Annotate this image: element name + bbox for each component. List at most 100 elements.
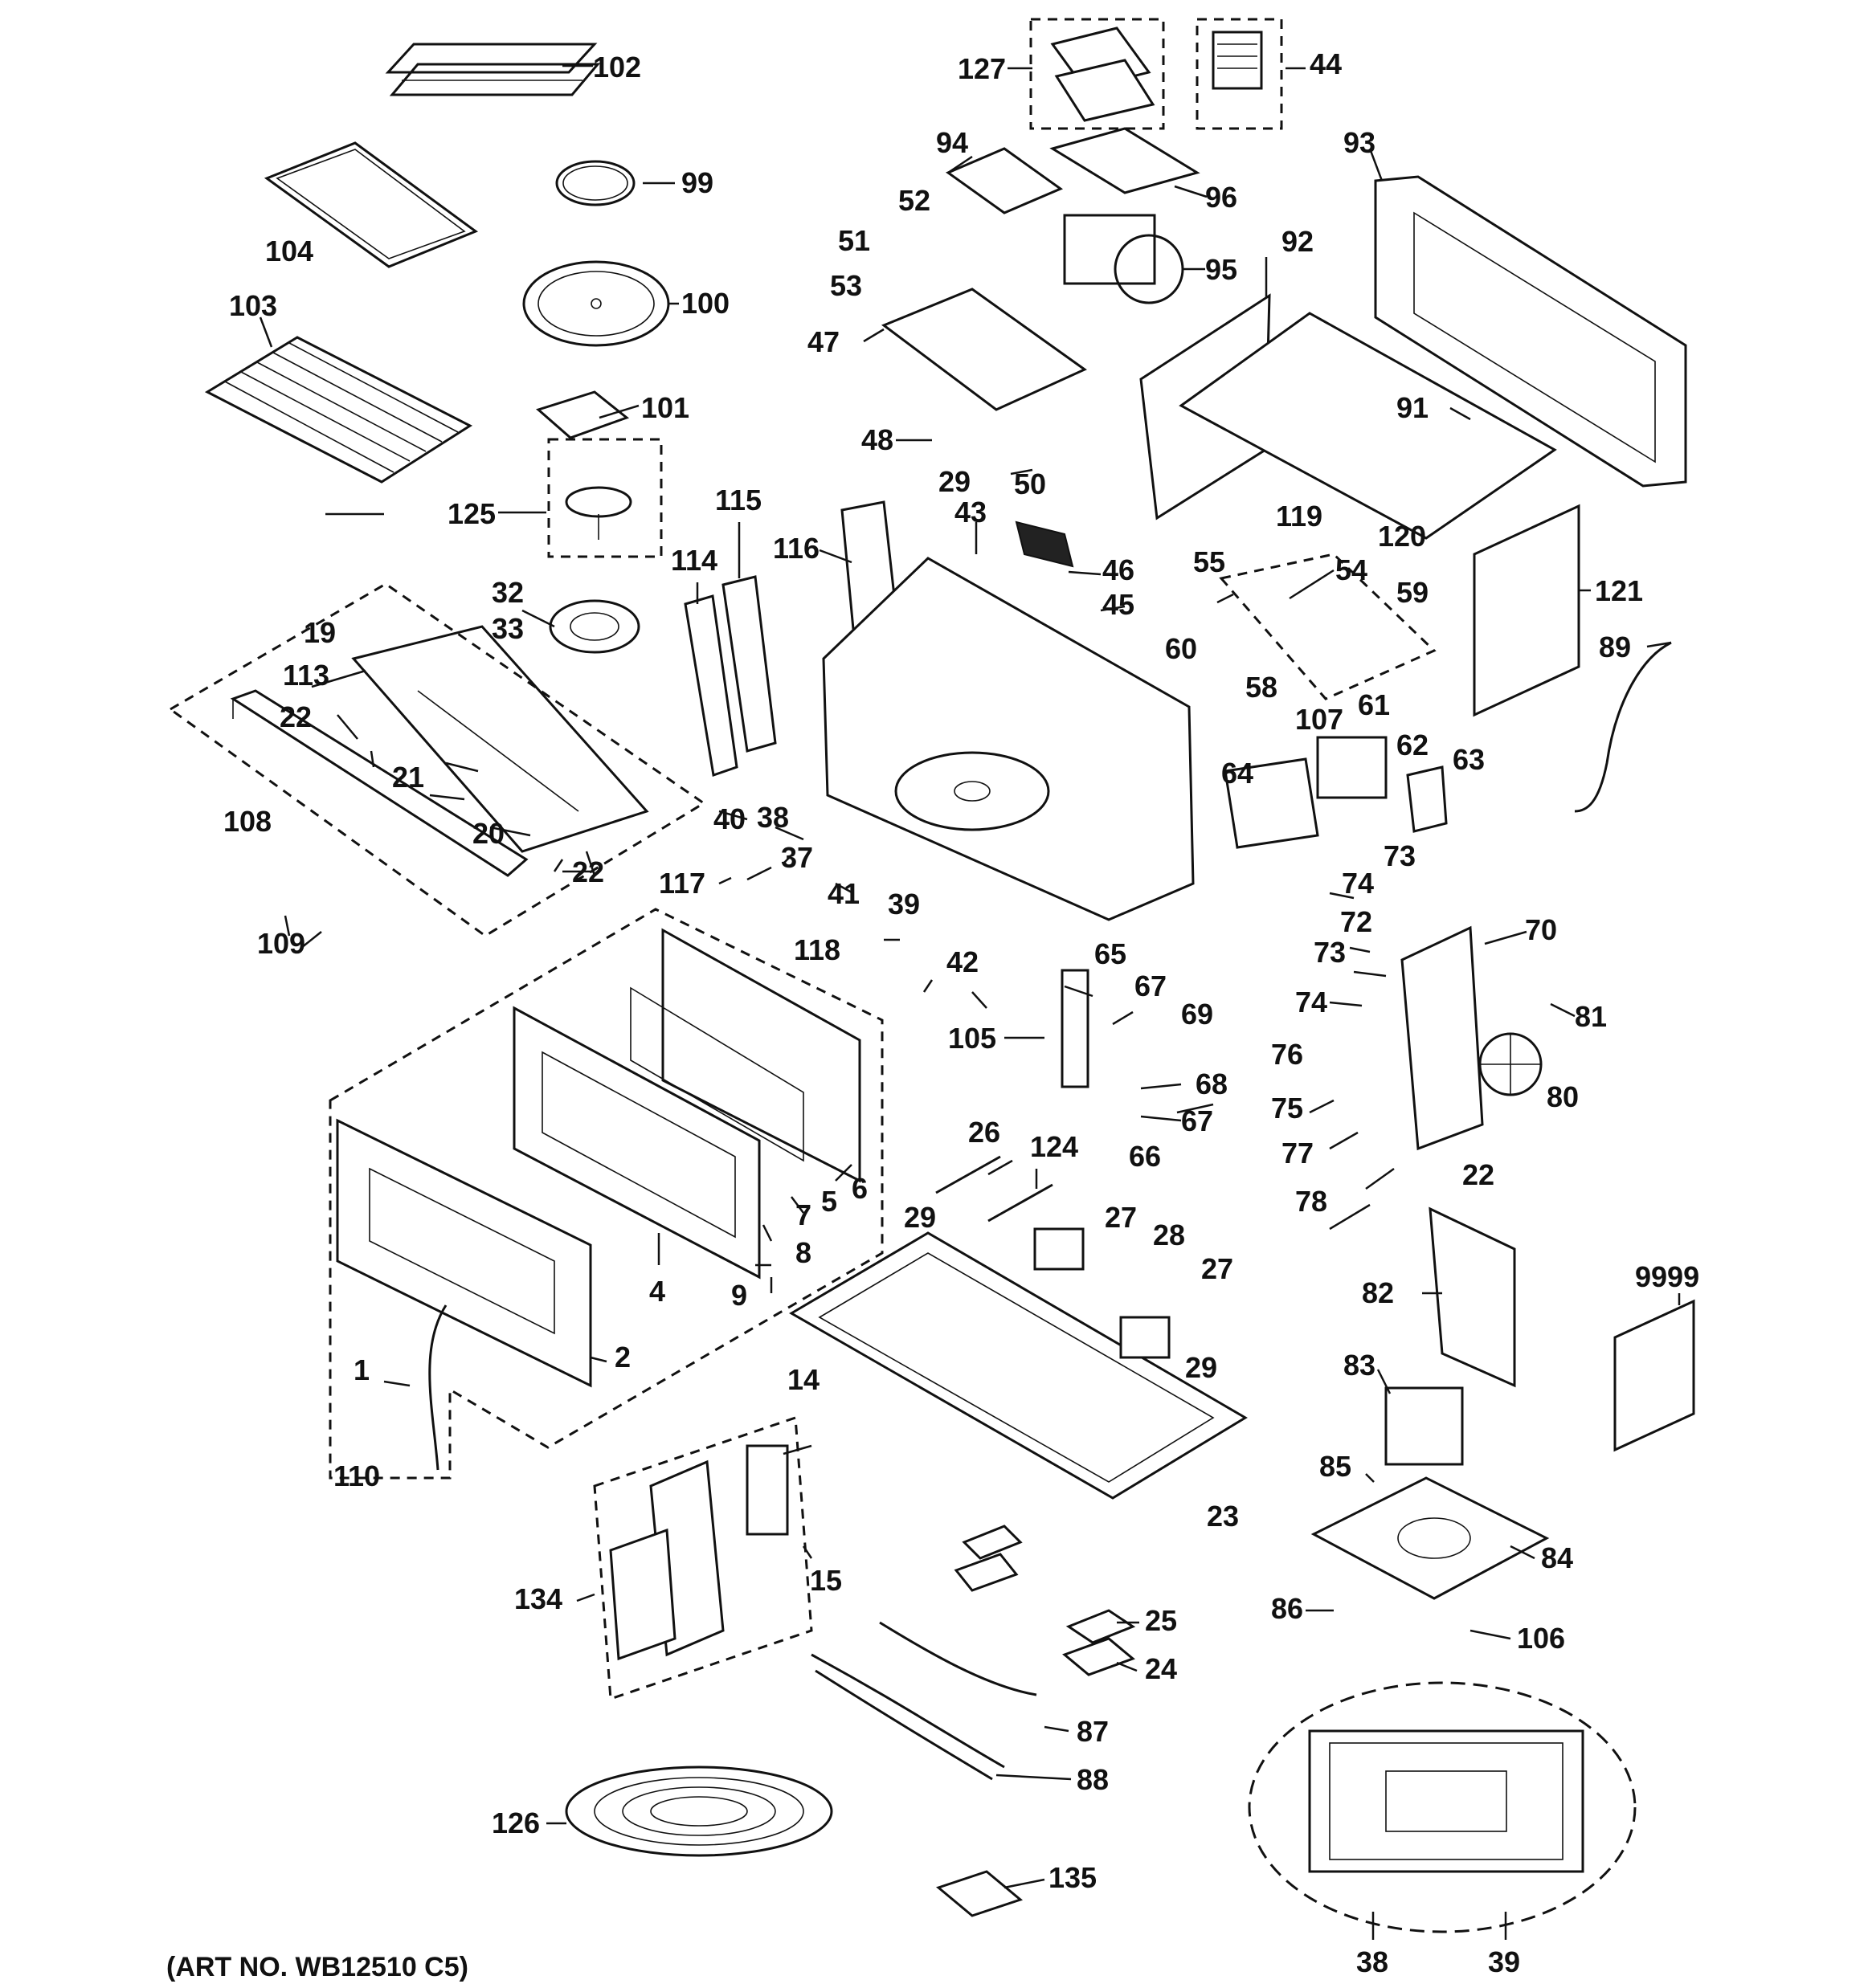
part-label-69: 69 [1181, 998, 1213, 1031]
part-label-108: 108 [223, 805, 272, 838]
turntable-100 [522, 260, 670, 347]
part-label-92: 92 [1281, 225, 1314, 258]
part-label-120: 120 [1378, 520, 1426, 553]
ring-99 [555, 160, 636, 206]
part-label-67b: 67 [1181, 1104, 1213, 1137]
filter-102 [385, 43, 601, 96]
inset-detail-oval [1248, 1681, 1637, 1933]
part-label-50: 50 [1014, 467, 1046, 500]
part-label-55: 55 [1193, 545, 1225, 578]
rear-panel-93 [1374, 175, 1687, 488]
roller-32 [549, 599, 640, 654]
coupler-125 [565, 486, 632, 540]
part-label-63: 63 [1453, 743, 1485, 776]
part-label-14: 14 [787, 1363, 820, 1396]
part-label-37: 37 [781, 841, 813, 874]
part-label-27a: 27 [1105, 1201, 1137, 1234]
damper-94-96 [945, 127, 1200, 214]
part-label-65: 65 [1094, 937, 1126, 970]
bracket-64 [1224, 757, 1319, 849]
part-label-110: 110 [333, 1459, 380, 1492]
part-label-46: 46 [1102, 553, 1134, 586]
group-outlines [168, 18, 1637, 1933]
part-label-47: 47 [807, 325, 840, 358]
part-label-87: 87 [1077, 1715, 1109, 1748]
packet-135 [935, 1870, 1024, 1917]
filter-126 [565, 1766, 833, 1857]
part-label-78: 78 [1295, 1185, 1327, 1218]
part-label-118: 118 [794, 933, 840, 966]
part-label-60: 60 [1165, 632, 1197, 665]
part-label-22b: 22 [572, 855, 604, 888]
panel-119-120 [1139, 293, 1557, 540]
part-label-28: 28 [1153, 1219, 1185, 1251]
cavity-main [822, 557, 1195, 921]
bracket-63 [1406, 765, 1448, 833]
small-parts-24-25 [954, 1525, 1136, 1676]
grille-46 [1015, 520, 1074, 568]
base-plate-70 [1400, 925, 1484, 1151]
part-label-67a: 67 [1134, 970, 1167, 1002]
power-cord-89 [1574, 641, 1672, 813]
magnetron-61 [1316, 736, 1388, 799]
part-label-9: 9 [731, 1279, 747, 1312]
part-label-15: 15 [810, 1564, 842, 1597]
rack-103 [204, 336, 473, 484]
part-label-25: 25 [1145, 1604, 1177, 1637]
part-label-81: 81 [1575, 1000, 1607, 1033]
part-label-38a: 38 [757, 801, 789, 834]
part-label-113: 113 [283, 659, 329, 692]
part-label-103: 103 [229, 289, 277, 322]
part-label-117: 117 [659, 867, 705, 900]
literature-9999 [1613, 1299, 1695, 1452]
part-label-115: 115 [715, 484, 762, 516]
leader-lines [259, 64, 1681, 1940]
part-label-84: 84 [1541, 1541, 1573, 1574]
duct-127 [1050, 27, 1155, 122]
part-label-4: 4 [649, 1275, 665, 1308]
part-label-42: 42 [946, 945, 979, 978]
part-label-44: 44 [1310, 47, 1342, 80]
group-134-box [593, 1415, 813, 1701]
part-label-75: 75 [1271, 1092, 1303, 1125]
part-label-85: 85 [1319, 1450, 1351, 1483]
part-label-5: 5 [821, 1185, 837, 1218]
part-label-1: 1 [354, 1353, 370, 1386]
inset-cover [1308, 1729, 1584, 1873]
part-label-38b: 38 [1356, 1945, 1388, 1978]
part-label-9999: 9999 [1635, 1260, 1699, 1293]
part-label-51: 51 [838, 224, 870, 257]
part-label-88: 88 [1077, 1763, 1109, 1796]
door-outer-2 [336, 1118, 592, 1388]
part-label-53: 53 [830, 269, 862, 302]
group-44-box [1196, 18, 1283, 130]
part-label-66: 66 [1129, 1140, 1161, 1173]
part-label-102: 102 [593, 51, 641, 84]
door-frame-6 [630, 928, 861, 1183]
part-label-94: 94 [936, 126, 968, 159]
rails-26-124 [935, 1155, 1053, 1223]
part-label-73b: 73 [1314, 936, 1346, 969]
art-number: (ART NO. WB12510 C5) [166, 1952, 468, 1982]
part-label-41: 41 [828, 877, 860, 910]
part-label-29a: 29 [938, 465, 971, 498]
part-label-52: 52 [898, 184, 930, 217]
part-label-72: 72 [1340, 905, 1372, 938]
part-label-83: 83 [1343, 1349, 1375, 1382]
group-125-box [547, 438, 663, 558]
part-label-23: 23 [1207, 1500, 1239, 1533]
part-label-127: 127 [958, 52, 1006, 85]
part-label-82: 82 [1362, 1276, 1394, 1309]
part-label-54: 54 [1335, 553, 1367, 586]
blower-95 [1063, 214, 1184, 304]
part-label-73a: 73 [1384, 839, 1416, 872]
fan-80 [1478, 1032, 1543, 1096]
part-label-86: 86 [1271, 1592, 1303, 1625]
part-label-8: 8 [795, 1236, 811, 1269]
door-4 [513, 1006, 761, 1280]
part-label-29c: 29 [1185, 1351, 1217, 1384]
packet-101 [536, 390, 630, 439]
part-label-74a: 74 [1342, 867, 1374, 900]
part-label-2: 2 [615, 1341, 631, 1374]
control-panel-19 [351, 625, 649, 853]
